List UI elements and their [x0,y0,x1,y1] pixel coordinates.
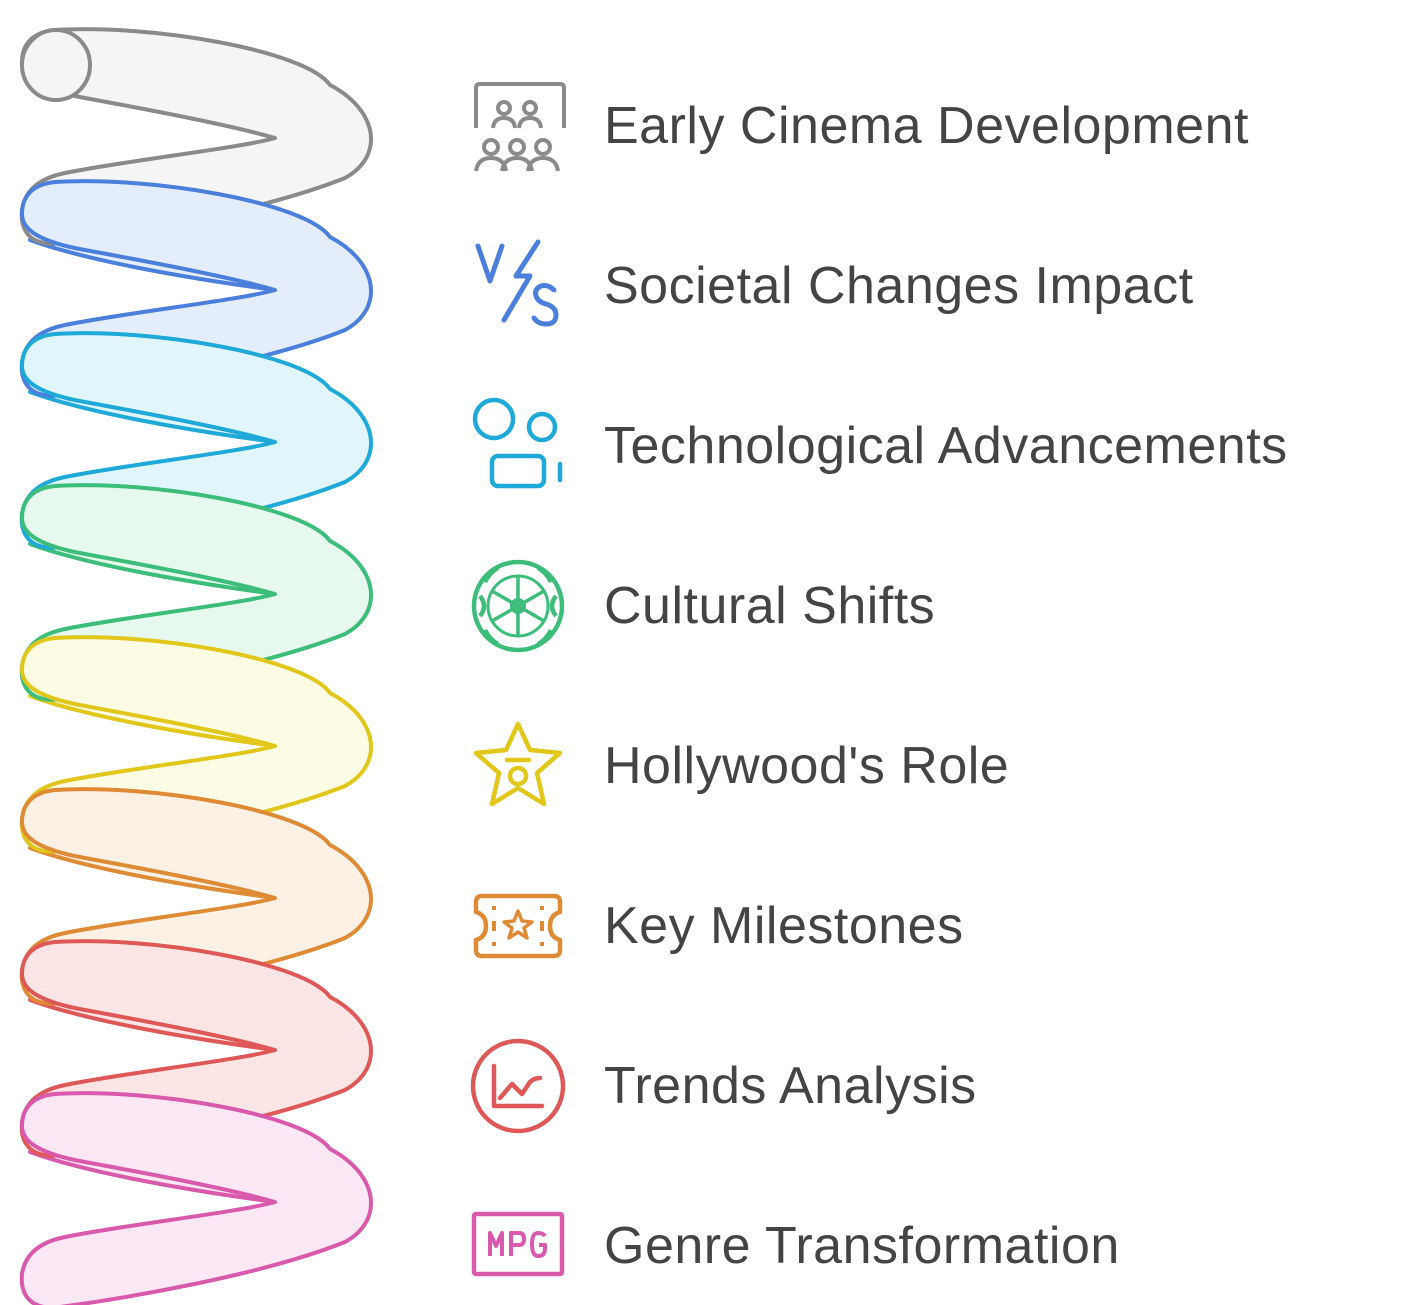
item-societal-changes: Societal Changes Impact [468,231,1194,341]
spring-coil [19,27,373,1305]
item-label: Key Milestones [604,897,964,955]
spring-top-cap [20,28,92,102]
item-label: Societal Changes Impact [604,257,1194,315]
item-label: Genre Transformation [604,1217,1120,1275]
versus-icon [475,239,559,327]
item-label: Hollywood's Role [604,737,1010,795]
ticket-icon [473,893,563,959]
camera-shapes-icon [472,397,563,489]
item-technological: Technological Advancements [468,391,1288,501]
item-label: Trends Analysis [604,1057,977,1115]
mpg-file-icon [471,1211,565,1277]
item-label: Cultural Shifts [604,577,936,635]
audience-icon [474,82,566,172]
item-hollywood: Hollywood's Role [468,711,1009,821]
item-early-cinema: Early Cinema Development [468,71,1249,181]
film-reel-icon [471,559,565,653]
item-genre: Genre Transformation [468,1191,1120,1301]
trend-chart-icon [470,1038,566,1134]
item-label: Technological Advancements [604,417,1288,475]
spring-loop [19,1091,373,1305]
item-trends: Trends Analysis [468,1031,977,1141]
item-key-milestones: Key Milestones [468,871,964,981]
star-award-icon [473,721,563,807]
item-cultural-shifts: Cultural Shifts [468,551,935,661]
item-label: Early Cinema Development [604,97,1249,155]
